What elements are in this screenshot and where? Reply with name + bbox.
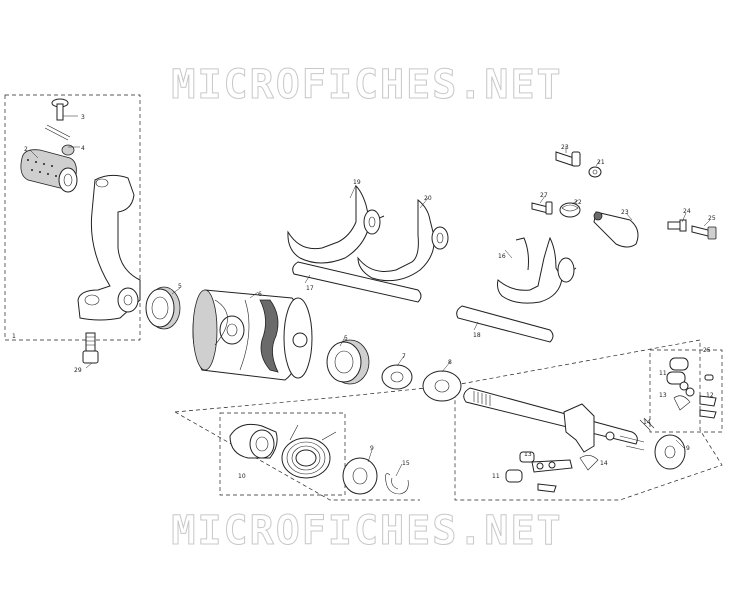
callout-13-kit: 13 <box>659 392 667 399</box>
callout-6: 6 <box>258 291 262 298</box>
callout-22: 22 <box>574 199 582 206</box>
spring-22 <box>559 202 581 218</box>
bearing-5-right <box>326 339 370 385</box>
kit-26-parts <box>666 357 717 419</box>
gear-lever-arm <box>77 174 141 321</box>
callout-13-shaft: 13 <box>524 451 532 458</box>
spring-clip-4 <box>44 124 75 156</box>
callout-23-bolt: 23 <box>561 144 569 151</box>
group-frame-pedal <box>4 94 141 341</box>
callout-5-right: 5 <box>344 335 348 342</box>
bolt-27 <box>531 201 553 215</box>
group-frame-spring-box <box>219 412 346 496</box>
callout-19: 19 <box>353 179 361 186</box>
detent-arm-23 <box>593 211 639 248</box>
callout-9-left: 9 <box>370 445 374 452</box>
callout-15: 15 <box>402 460 410 467</box>
callout-14-kit: 14 <box>643 419 651 426</box>
callout-5-left: 5 <box>178 283 182 290</box>
bolt-25-top <box>691 225 717 240</box>
washer-9-left <box>342 457 378 495</box>
leader-lines <box>29 115 711 477</box>
return-spring <box>281 424 337 479</box>
callout-14-shaft: 14 <box>600 460 608 467</box>
callout-29: 29 <box>74 367 82 374</box>
callout-27: 27 <box>540 192 548 199</box>
washer-8 <box>422 370 462 402</box>
selector-shaft <box>463 387 645 453</box>
callout-7: 7 <box>402 353 406 360</box>
fork-shaft-18 <box>456 305 554 343</box>
washer-9-right <box>654 434 686 470</box>
callout-12: 12 <box>706 392 714 399</box>
washer-7 <box>381 364 413 390</box>
bolt-29 <box>82 332 99 364</box>
callout-3: 3 <box>81 114 85 121</box>
callout-11-shaft: 11 <box>492 473 500 480</box>
callout-8: 8 <box>448 359 452 366</box>
nut-21 <box>588 166 602 178</box>
bolt-28 <box>555 151 581 167</box>
callout-18: 18 <box>473 332 481 339</box>
circlip-15 <box>385 473 409 495</box>
group-frame-kit-26 <box>649 349 723 433</box>
callout-17: 17 <box>306 285 314 292</box>
pin-3 <box>51 98 69 121</box>
callout-10: 10 <box>238 473 246 480</box>
callout-21: 21 <box>597 159 605 166</box>
shaft-group-small-parts <box>505 417 655 493</box>
bolt-24 <box>667 219 687 232</box>
callout-4: 4 <box>81 145 85 152</box>
callout-23-arm: 23 <box>621 209 629 216</box>
shift-fork-19 <box>287 184 385 264</box>
callout-1: 1 <box>12 333 16 340</box>
spring-sleeve-10 <box>229 423 278 459</box>
callout-9-right: 9 <box>686 445 690 452</box>
callout-labels: 1 2 3 4 5 6 5 7 8 9 9 10 11 11 12 13 13 … <box>12 114 716 480</box>
callout-2: 2 <box>24 146 28 153</box>
group-frame-shaft <box>454 339 723 501</box>
callout-11-kit: 11 <box>659 370 667 377</box>
shift-fork-16 <box>497 236 577 304</box>
callout-25-top: 25 <box>708 215 716 222</box>
shift-drum-6 <box>192 289 313 381</box>
callout-24: 24 <box>683 208 691 215</box>
callout-20: 20 <box>424 195 432 202</box>
callout-25-kit: 25 <box>703 347 711 354</box>
gear-pedal-rubber <box>20 149 78 193</box>
callout-16: 16 <box>498 253 506 260</box>
bearing-5-left <box>145 286 181 330</box>
fork-shaft-17 <box>292 261 422 303</box>
shift-fork-20 <box>357 198 449 282</box>
